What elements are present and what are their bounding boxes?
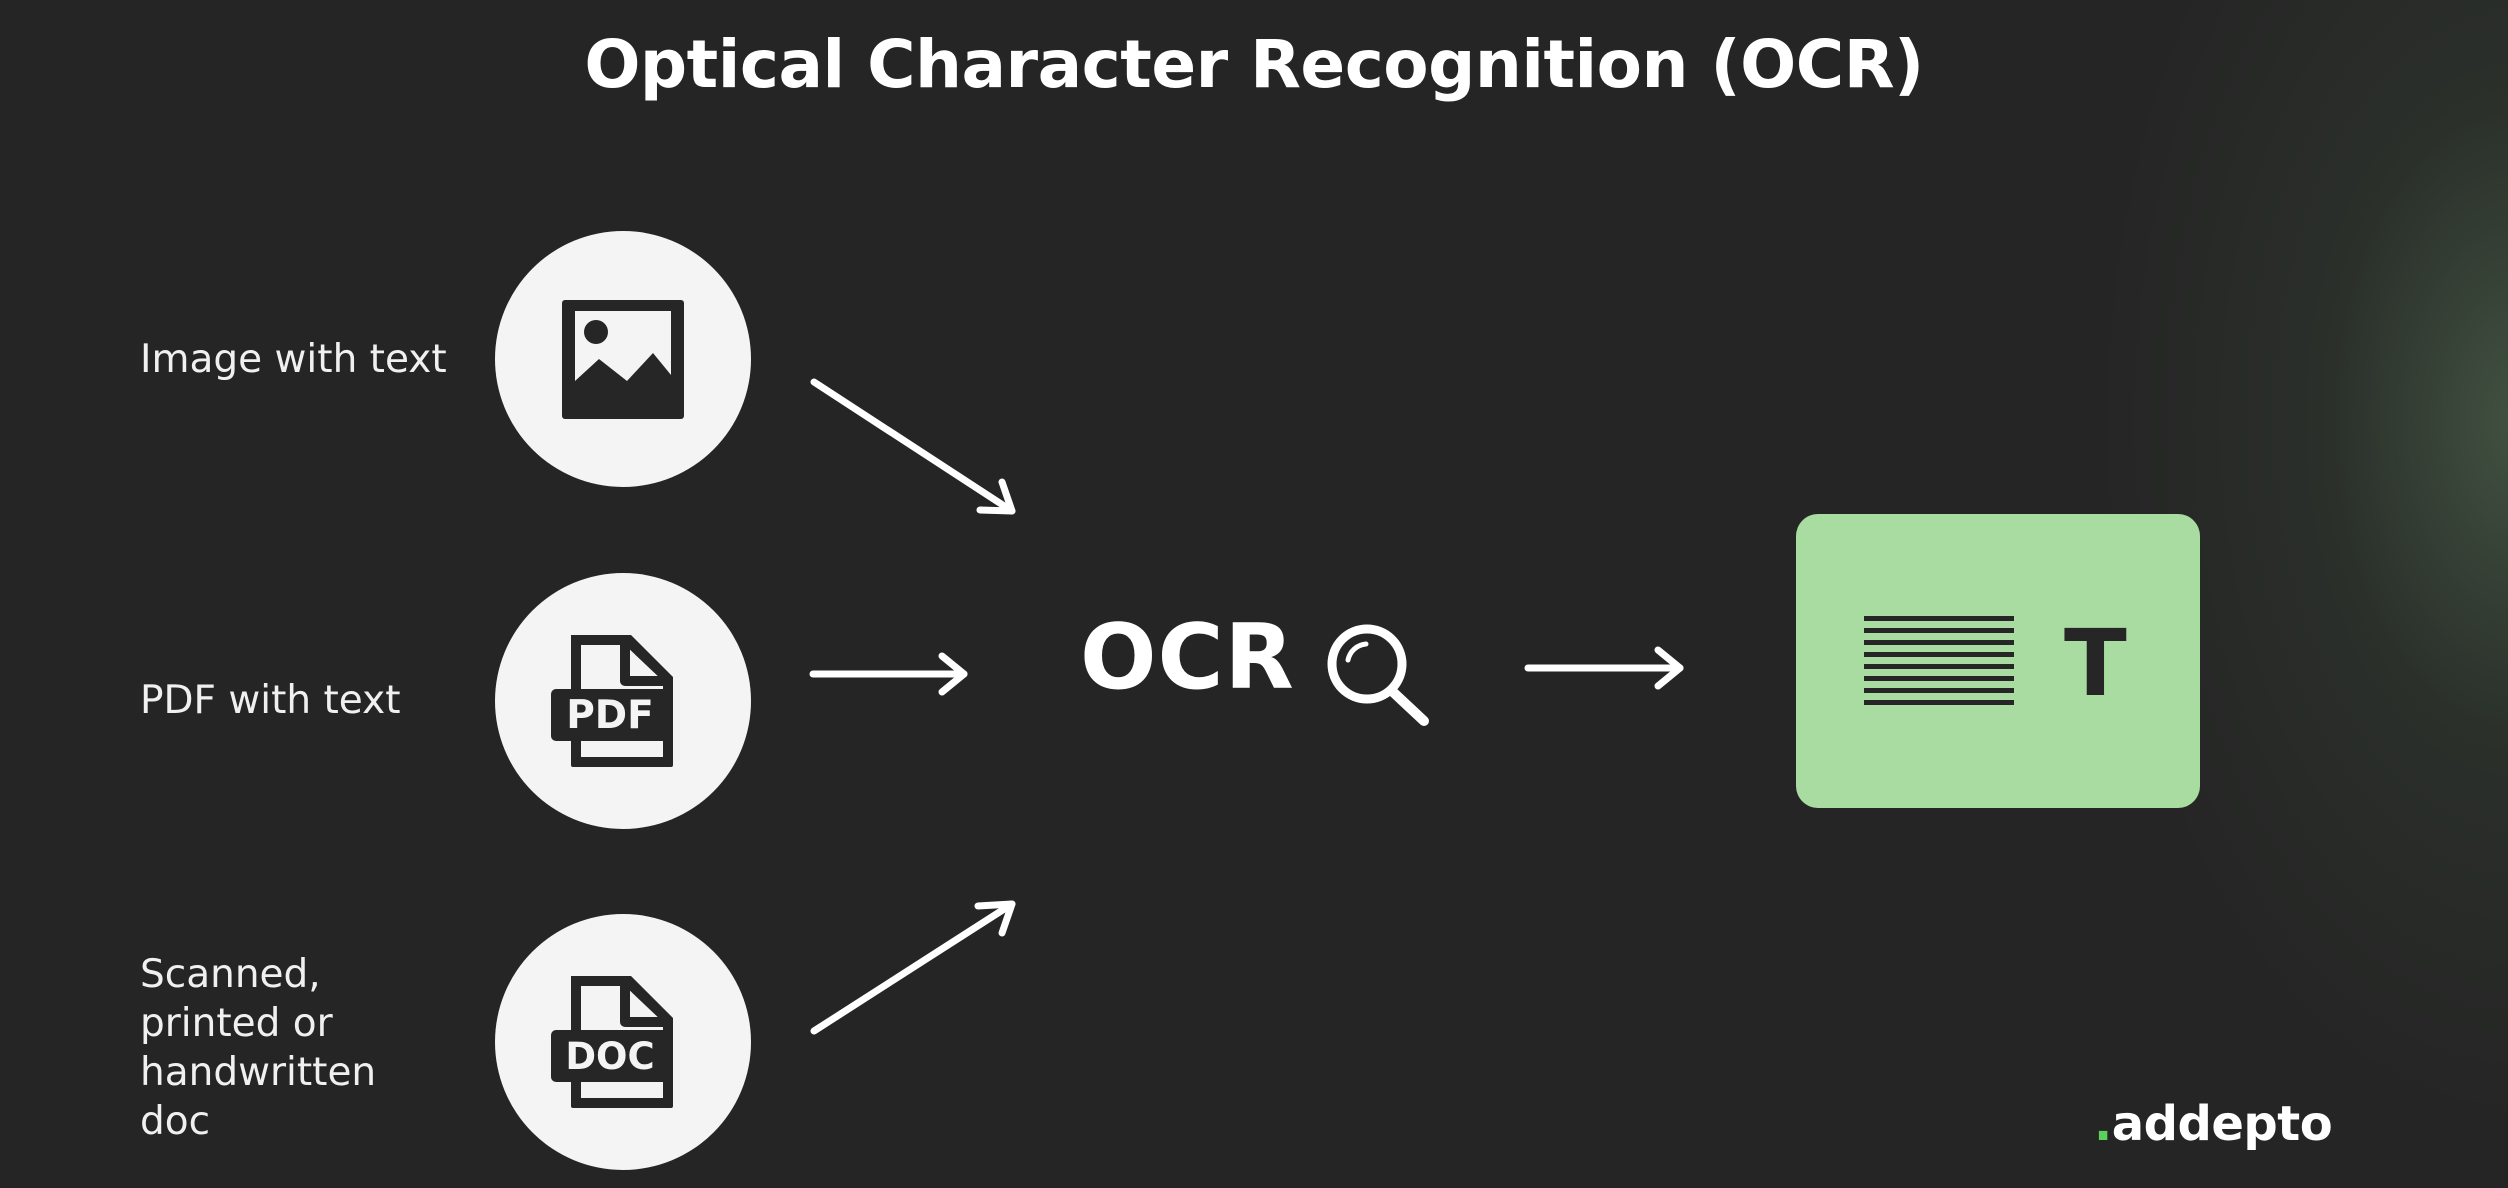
arrow-doc-to-ocr: [810, 900, 1016, 1035]
pdf-file-icon: PDF: [551, 635, 673, 767]
input-label-image: Image with text: [140, 337, 447, 382]
logo-dot: .: [2094, 1096, 2112, 1152]
input-label-pdf: PDF with text: [140, 678, 401, 723]
arrow-pdf-to-ocr: [809, 652, 968, 696]
image-icon: [562, 300, 684, 419]
input-label-doc-line: handwritten: [140, 1050, 377, 1095]
doc-input-circle: DOC: [495, 914, 751, 1170]
ocr-label: OCR: [1080, 605, 1295, 710]
input-label-doc-line: printed or: [140, 1001, 333, 1046]
text-letter-icon: T: [2064, 610, 2127, 717]
arrow-ocr-to-output: [1524, 646, 1684, 690]
input-label-doc: Scanned, printed or handwritten doc: [140, 950, 376, 1146]
text-output-card: T: [1796, 514, 2200, 808]
input-label-doc-line: Scanned,: [140, 952, 321, 997]
pdf-input-circle: PDF: [495, 573, 751, 829]
logo-text: addepto: [2111, 1096, 2333, 1152]
arrow-image-to-ocr: [810, 378, 1016, 515]
diagram-title: Optical Character Recognition (OCR): [584, 26, 1924, 103]
doc-file-icon: DOC: [551, 976, 673, 1108]
addepto-logo: .addepto: [2094, 1096, 2333, 1152]
input-label-doc-line: doc: [140, 1099, 211, 1144]
text-lines-icon: [1864, 616, 2014, 705]
doc-badge-text: DOC: [565, 1035, 654, 1078]
image-input-circle: [495, 231, 751, 487]
pdf-badge-text: PDF: [566, 693, 654, 738]
